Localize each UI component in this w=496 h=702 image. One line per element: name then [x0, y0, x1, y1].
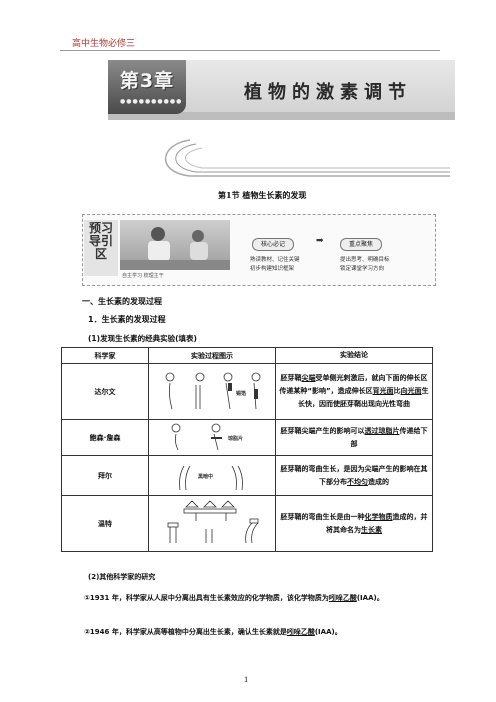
scientist-paal: 拜尔 — [61, 455, 149, 496]
page-number: 1 — [244, 676, 249, 684]
darwin-conclusion-text: 比 — [393, 387, 401, 395]
answer-iaa-1946: 吲哚乙酸 — [286, 628, 315, 636]
boysen-jensen-figure: 琼脂片 — [171, 423, 243, 450]
went-conclusion-text: 造成的，并将其命名为 — [326, 512, 428, 534]
header-divider — [60, 50, 440, 51]
table-row: 温特 胚芽鞘的弯曲生长是由一种化学物质造成的，并将其命名为生长素 — [61, 495, 433, 552]
table-row: 拜尔 黑暗中 胚芽鞘的弯曲生长，是因为尖端产生的影响在其下部分布不均匀造成的 — [61, 455, 433, 496]
darwin-experiment-figure: 锡箔 — [165, 372, 261, 409]
went-experiment-figure — [167, 499, 259, 543]
darwin-answer-light-side: 向光面 — [400, 387, 422, 395]
chapter-dots-decoration: ●●●●●●●●●● — [120, 98, 183, 105]
preview-label-bg — [84, 220, 118, 276]
core-notes-text: 熟读教材、记住关键 初步构建知识框架 — [250, 257, 300, 272]
boysen-jensen-answer: 透过琼脂片 — [364, 426, 400, 435]
table-row: 鲍森·詹森 琼脂片 胚芽鞘尖端产生的影响可以透过琼脂片传递给下部 — [61, 419, 433, 456]
header-diagram: 实验过程图示 — [148, 347, 276, 364]
went-answer-chemical: 化学物质 — [364, 512, 393, 521]
section-title: 第1节 植物生长素的发现 — [218, 190, 307, 200]
paragraph-1946-text: ②1946 年，科学家从高等植物中分离出生长素，确认生长素就是 — [84, 628, 287, 636]
paragraph-1931-text: ①1931 年，科学家从人尿中分离出具有生长素效应的化学物质，该化学物质为 — [84, 594, 329, 602]
went-conclusion-text: 胚芽鞘的弯曲生长是由一种 — [280, 512, 365, 521]
students-photo — [120, 220, 230, 270]
paal-answer: 不均匀 — [347, 477, 368, 486]
chapter-title: 植物的激素调节 — [244, 82, 412, 103]
darwin-fig-label: 锡箔 — [236, 390, 246, 397]
paal-conclusion-text: 造成的 — [368, 477, 389, 486]
darwin-conclusion-text: 生长快，因而使胚芽鞘出现向光性弯曲 — [298, 387, 429, 408]
darwin-diagram: 锡箔 — [148, 363, 276, 420]
paal-fig-label: 黑暗中 — [198, 473, 213, 480]
darwin-conclusion-text: 胚芽鞘 — [280, 374, 302, 382]
students-photo-icon — [120, 227, 230, 270]
paragraph-1931-text: (IAA)。 — [356, 594, 384, 602]
answer-iaa-1931: 吲哚乙酸 — [328, 594, 357, 602]
darwin-conclusion-text: 受单侧光刺激后，就向下面的伸长区传递某种“影响”，造成伸长区 — [279, 374, 428, 395]
key-focus-pill: 重点聚焦 — [340, 238, 383, 251]
darwin-answer-tip: 尖端 — [301, 374, 316, 382]
preview-subtitle: 自主学习 梳理主干 — [122, 273, 164, 279]
banner-stripe — [108, 112, 455, 120]
went-answer-auxin: 生长素 — [361, 525, 382, 534]
darwin-answer-shade-side: 背光面 — [372, 387, 394, 395]
boysen-jensen-diagram: 琼脂片 — [148, 419, 276, 456]
boysen-jensen-conclusion-text: 传递给下部 — [350, 426, 428, 448]
went-conclusion: 胚芽鞘的弯曲生长是由一种化学物质造成的，并将其命名为生长素 — [275, 495, 433, 552]
scientist-darwin: 达尔文 — [61, 363, 149, 420]
key-focus-text: 提出思考、明确目标 锁定课堂学习方向 — [340, 257, 390, 272]
other-scientists-heading: (2)其他科学家的研究 — [88, 573, 156, 581]
header-scientist: 科学家 — [61, 347, 149, 364]
boysen-jensen-conclusion: 胚芽鞘尖端产生的影响可以透过琼脂片传递给下部 — [275, 419, 433, 456]
paal-diagram: 黑暗中 — [148, 455, 276, 496]
preview-label: 预习导引区 — [88, 221, 113, 261]
chapter-badge — [108, 60, 186, 114]
header-conclusion: 实验结论 — [275, 347, 433, 364]
boysen-jensen-conclusion-text: 胚芽鞘尖端产生的影响可以 — [280, 426, 365, 435]
page-header: 高中生物必修三 — [72, 39, 136, 49]
heading-auxin-discovery: 1．生长素的发现过程 — [88, 315, 166, 324]
paal-figure: 黑暗中 — [179, 465, 243, 490]
paragraph-1931: ①1931 年，科学家从人尿中分离出具有生长素效应的化学物质，该化学物质为吲哚乙… — [84, 590, 434, 607]
went-diagram — [148, 495, 276, 552]
heading-discovery-process: 一、生长素的发现过程 — [82, 297, 162, 306]
heading-classic-experiments: (1)发现生长素的经典实验(填表) — [88, 334, 197, 343]
paal-conclusion-text: 胚芽鞘的弯曲生长，是因为尖端产生的影响在其下部分布 — [280, 464, 428, 486]
paal-conclusion: 胚芽鞘的弯曲生长，是因为尖端产生的影响在其下部分布不均匀造成的 — [275, 455, 433, 496]
core-notes-pill: 核心必记 — [252, 238, 295, 251]
experiment-table: 科学家 实验过程图示 实验结论 达尔文 锡箔 胚芽鞘尖端受单侧光刺激后，就向下面… — [61, 347, 433, 552]
arrow-right-icon: ➡ — [316, 236, 324, 246]
scientist-went: 温特 — [61, 495, 149, 552]
table-header-row: 科学家 实验过程图示 实验结论 — [61, 347, 433, 364]
darwin-conclusion: 胚芽鞘尖端受单侧光刺激后，就向下面的伸长区传递某种“影响”，造成伸长区背光面比向… — [275, 363, 433, 420]
chapter-number: 第3章 — [119, 70, 175, 92]
boysen-jensen-fig-label: 琼脂片 — [228, 435, 243, 442]
table-row: 达尔文 锡箔 胚芽鞘尖端受单侧光刺激后，就向下面的伸长区传递某种“影响”，造成伸… — [61, 363, 433, 420]
paragraph-1946: ②1946 年，科学家从高等植物中分离出生长素，确认生长素就是吲哚乙酸(IAA)… — [84, 627, 434, 637]
swirl-decoration — [164, 139, 450, 177]
scientist-boysen-jensen: 鲍森·詹森 — [61, 419, 149, 456]
paragraph-1946-text: (IAA)。 — [314, 628, 342, 636]
